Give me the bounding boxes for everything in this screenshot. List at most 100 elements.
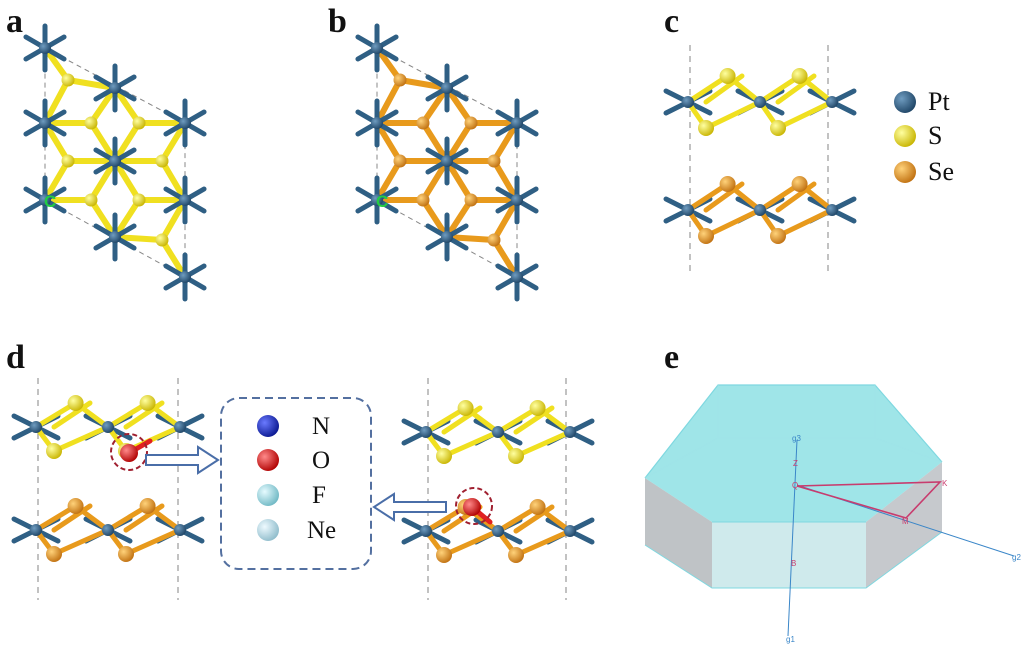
pt-atom xyxy=(420,525,432,537)
bz-label-b: B xyxy=(791,559,796,568)
dopant-swatch-ne xyxy=(257,519,279,541)
bz-label-m: M xyxy=(902,517,909,526)
bond xyxy=(703,99,763,131)
bond xyxy=(513,429,573,459)
bond xyxy=(374,77,403,126)
bond xyxy=(513,528,573,558)
bond xyxy=(444,234,497,243)
bond xyxy=(112,234,165,243)
chalcogen-atom xyxy=(416,116,430,130)
dopant-o-bottom-s xyxy=(120,444,138,462)
bond xyxy=(441,429,501,459)
bottom-chalcogen xyxy=(436,547,452,563)
cell-marker: C xyxy=(376,192,388,211)
bond xyxy=(491,158,520,203)
top-chalcogen xyxy=(791,176,808,192)
cell-marker: C xyxy=(44,192,56,211)
bond xyxy=(491,237,520,280)
bond xyxy=(491,197,520,243)
bz-k-path xyxy=(796,481,942,519)
dopant-legend-box: N O F Ne xyxy=(220,397,372,570)
bottom-chalcogen xyxy=(508,547,524,563)
chalcogen-atom xyxy=(155,233,169,247)
bond xyxy=(397,77,450,91)
bond xyxy=(123,527,183,557)
bond xyxy=(159,237,188,280)
pt-atom xyxy=(39,42,51,54)
bond xyxy=(444,158,474,203)
bond xyxy=(159,120,188,164)
pt-atom xyxy=(109,231,121,243)
dopant-highlight xyxy=(455,487,493,525)
top-view-ptse2: C xyxy=(355,23,539,302)
bond xyxy=(441,528,501,558)
bond xyxy=(88,197,118,240)
bottom-chalcogen xyxy=(508,448,524,464)
top-chalcogen xyxy=(719,68,736,84)
unit-cell xyxy=(376,47,518,278)
pt-atom xyxy=(441,82,453,94)
dopant-o-top-se xyxy=(463,498,481,516)
bond xyxy=(112,120,142,164)
legend-swatch-se xyxy=(894,161,916,183)
bz-label-g2: g2 xyxy=(1012,553,1021,562)
bond xyxy=(374,45,403,83)
pt-atom xyxy=(441,231,453,243)
pt-atom xyxy=(682,96,694,108)
pt-atom xyxy=(682,204,694,216)
chalcogen-atom xyxy=(487,233,501,247)
legend-label-se: Se xyxy=(928,157,954,186)
bond xyxy=(51,527,111,557)
dopant-label-n: N xyxy=(312,413,330,440)
bottom-chalcogen xyxy=(436,448,452,464)
top-chalcogen xyxy=(529,400,546,416)
panel-label-b: b xyxy=(328,3,347,40)
bond xyxy=(159,197,188,243)
pt-atom xyxy=(441,155,453,167)
bond xyxy=(65,77,118,91)
bottom-chalcogen xyxy=(46,443,62,459)
bond xyxy=(51,424,111,454)
dopant-highlight xyxy=(110,433,148,471)
dopant-swatch-f xyxy=(257,484,279,506)
dopant-swatch-n xyxy=(257,415,279,437)
dopant-label-o: O xyxy=(312,447,330,474)
pt-atom xyxy=(39,194,51,206)
legend-label-pt: Pt xyxy=(928,87,950,116)
bz-side-left xyxy=(645,478,712,588)
chalcogen-atom xyxy=(464,193,478,207)
dopant-swatch-o xyxy=(257,449,279,471)
pt-atom xyxy=(30,524,42,536)
pt-atom xyxy=(102,524,114,536)
legend-swatch-s xyxy=(894,125,916,147)
panel-label-c: c xyxy=(664,3,679,40)
dopant-label-f: F xyxy=(312,482,326,509)
bottom-chalcogen xyxy=(698,120,714,136)
pt-atom xyxy=(371,194,383,206)
pt-atom xyxy=(511,117,523,129)
bond xyxy=(444,197,474,240)
pt-atom xyxy=(102,421,114,433)
bz-side-right xyxy=(866,462,942,588)
chalcogen-atom xyxy=(84,116,98,130)
bond xyxy=(703,207,763,239)
bond xyxy=(112,85,142,126)
top-chalcogen xyxy=(67,498,84,514)
bond xyxy=(88,120,118,164)
bond xyxy=(775,99,835,131)
pt-atom xyxy=(371,117,383,129)
panel-label-a: a xyxy=(6,3,23,40)
bond xyxy=(159,158,188,203)
pt-atom xyxy=(492,426,504,438)
dopant-label-ne: Ne xyxy=(307,517,336,544)
bz-label-k: K xyxy=(942,479,948,488)
pt-atom xyxy=(109,155,121,167)
bond xyxy=(420,120,450,164)
arrow-left xyxy=(372,492,447,522)
arrow-right xyxy=(145,445,220,475)
bond xyxy=(374,158,403,203)
chalcogen-atom xyxy=(61,154,75,168)
top-chalcogen xyxy=(719,176,736,192)
bottom-chalcogen xyxy=(46,546,62,562)
